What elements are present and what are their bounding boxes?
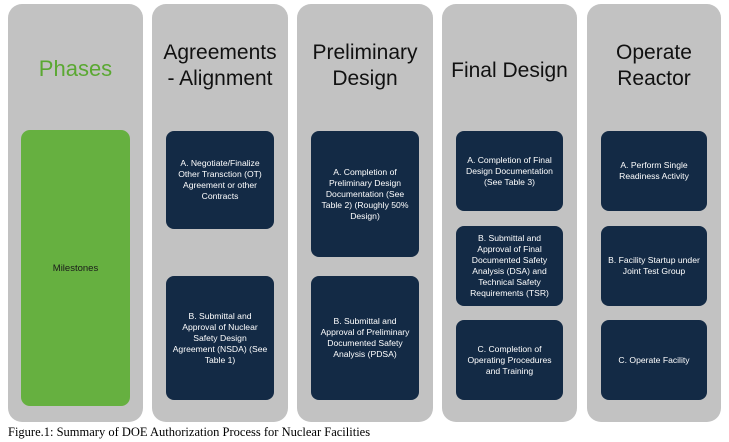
milestone-box: A. Perform Single Readiness Activity <box>601 131 707 211</box>
phase-title-line: Agreements <box>163 41 277 64</box>
phase-title-line: Preliminary <box>312 41 418 64</box>
milestone-box: B. Facility Startup under Joint Test Gro… <box>601 226 707 306</box>
phase-preliminary-design: Preliminary Design A. Completion of Prel… <box>297 4 433 422</box>
phases-column: Phases Milestones <box>8 4 143 422</box>
phase-title-line: - Alignment <box>167 67 273 90</box>
milestone-text: A. Completion of Preliminary Design Docu… <box>321 166 409 221</box>
milestone-text: B. Submittal and Approval of Final Docum… <box>470 233 549 298</box>
milestone-box: A. Negotiate/Finalize Other Transction (… <box>166 131 274 229</box>
phase-final-design: Final Design A. Completion of Final Desi… <box>442 4 577 422</box>
milestone-text: A. Completion of Final Design Documentat… <box>466 154 553 187</box>
milestone-box: C. Completion of Operating Procedures an… <box>456 320 563 400</box>
milestones-row-label: Milestones <box>21 130 130 406</box>
milestone-box: A. Completion of Final Design Documentat… <box>456 131 563 211</box>
phase-title: Preliminary Design <box>297 40 433 92</box>
phase-title-line: Reactor <box>617 67 691 90</box>
milestone-text: B. Submittal and Approval of Nuclear Saf… <box>172 310 268 365</box>
milestone-text: B. Submittal and Approval of Preliminary… <box>320 316 410 359</box>
phase-operate-reactor: Operate Reactor A. Perform Single Readin… <box>587 4 721 422</box>
milestone-box: C. Operate Facility <box>601 320 707 400</box>
phase-title-line: Operate <box>616 41 692 64</box>
phase-title: Operate Reactor <box>587 40 721 92</box>
phase-title-line: Design <box>332 67 398 90</box>
milestone-box: B. Submittal and Approval of Preliminary… <box>311 276 419 400</box>
milestone-box: A. Completion of Preliminary Design Docu… <box>311 131 419 257</box>
milestone-text: A. Negotiate/Finalize Other Transction (… <box>178 158 262 201</box>
milestone-box: B. Submittal and Approval of Nuclear Saf… <box>166 276 274 400</box>
milestone-text: B. Facility Startup under Joint Test Gro… <box>608 255 700 276</box>
milestone-text: C. Operate Facility <box>618 354 690 365</box>
milestones-label: Milestones <box>52 262 99 274</box>
milestone-text: A. Perform Single Readiness Activity <box>619 160 689 181</box>
phases-title: Phases <box>38 56 113 81</box>
milestone-box: B. Submittal and Approval of Final Docum… <box>456 226 563 306</box>
phase-agreements-alignment: Agreements - Alignment A. Negotiate/Fina… <box>152 4 288 422</box>
phase-title-line: Final Design <box>451 59 568 82</box>
figure-caption: Figure.1: Summary of DOE Authorization P… <box>8 425 371 439</box>
milestone-text: C. Completion of Operating Procedures an… <box>467 343 552 376</box>
phase-title: Final Design <box>442 58 577 84</box>
phase-title: Agreements - Alignment <box>152 40 288 92</box>
